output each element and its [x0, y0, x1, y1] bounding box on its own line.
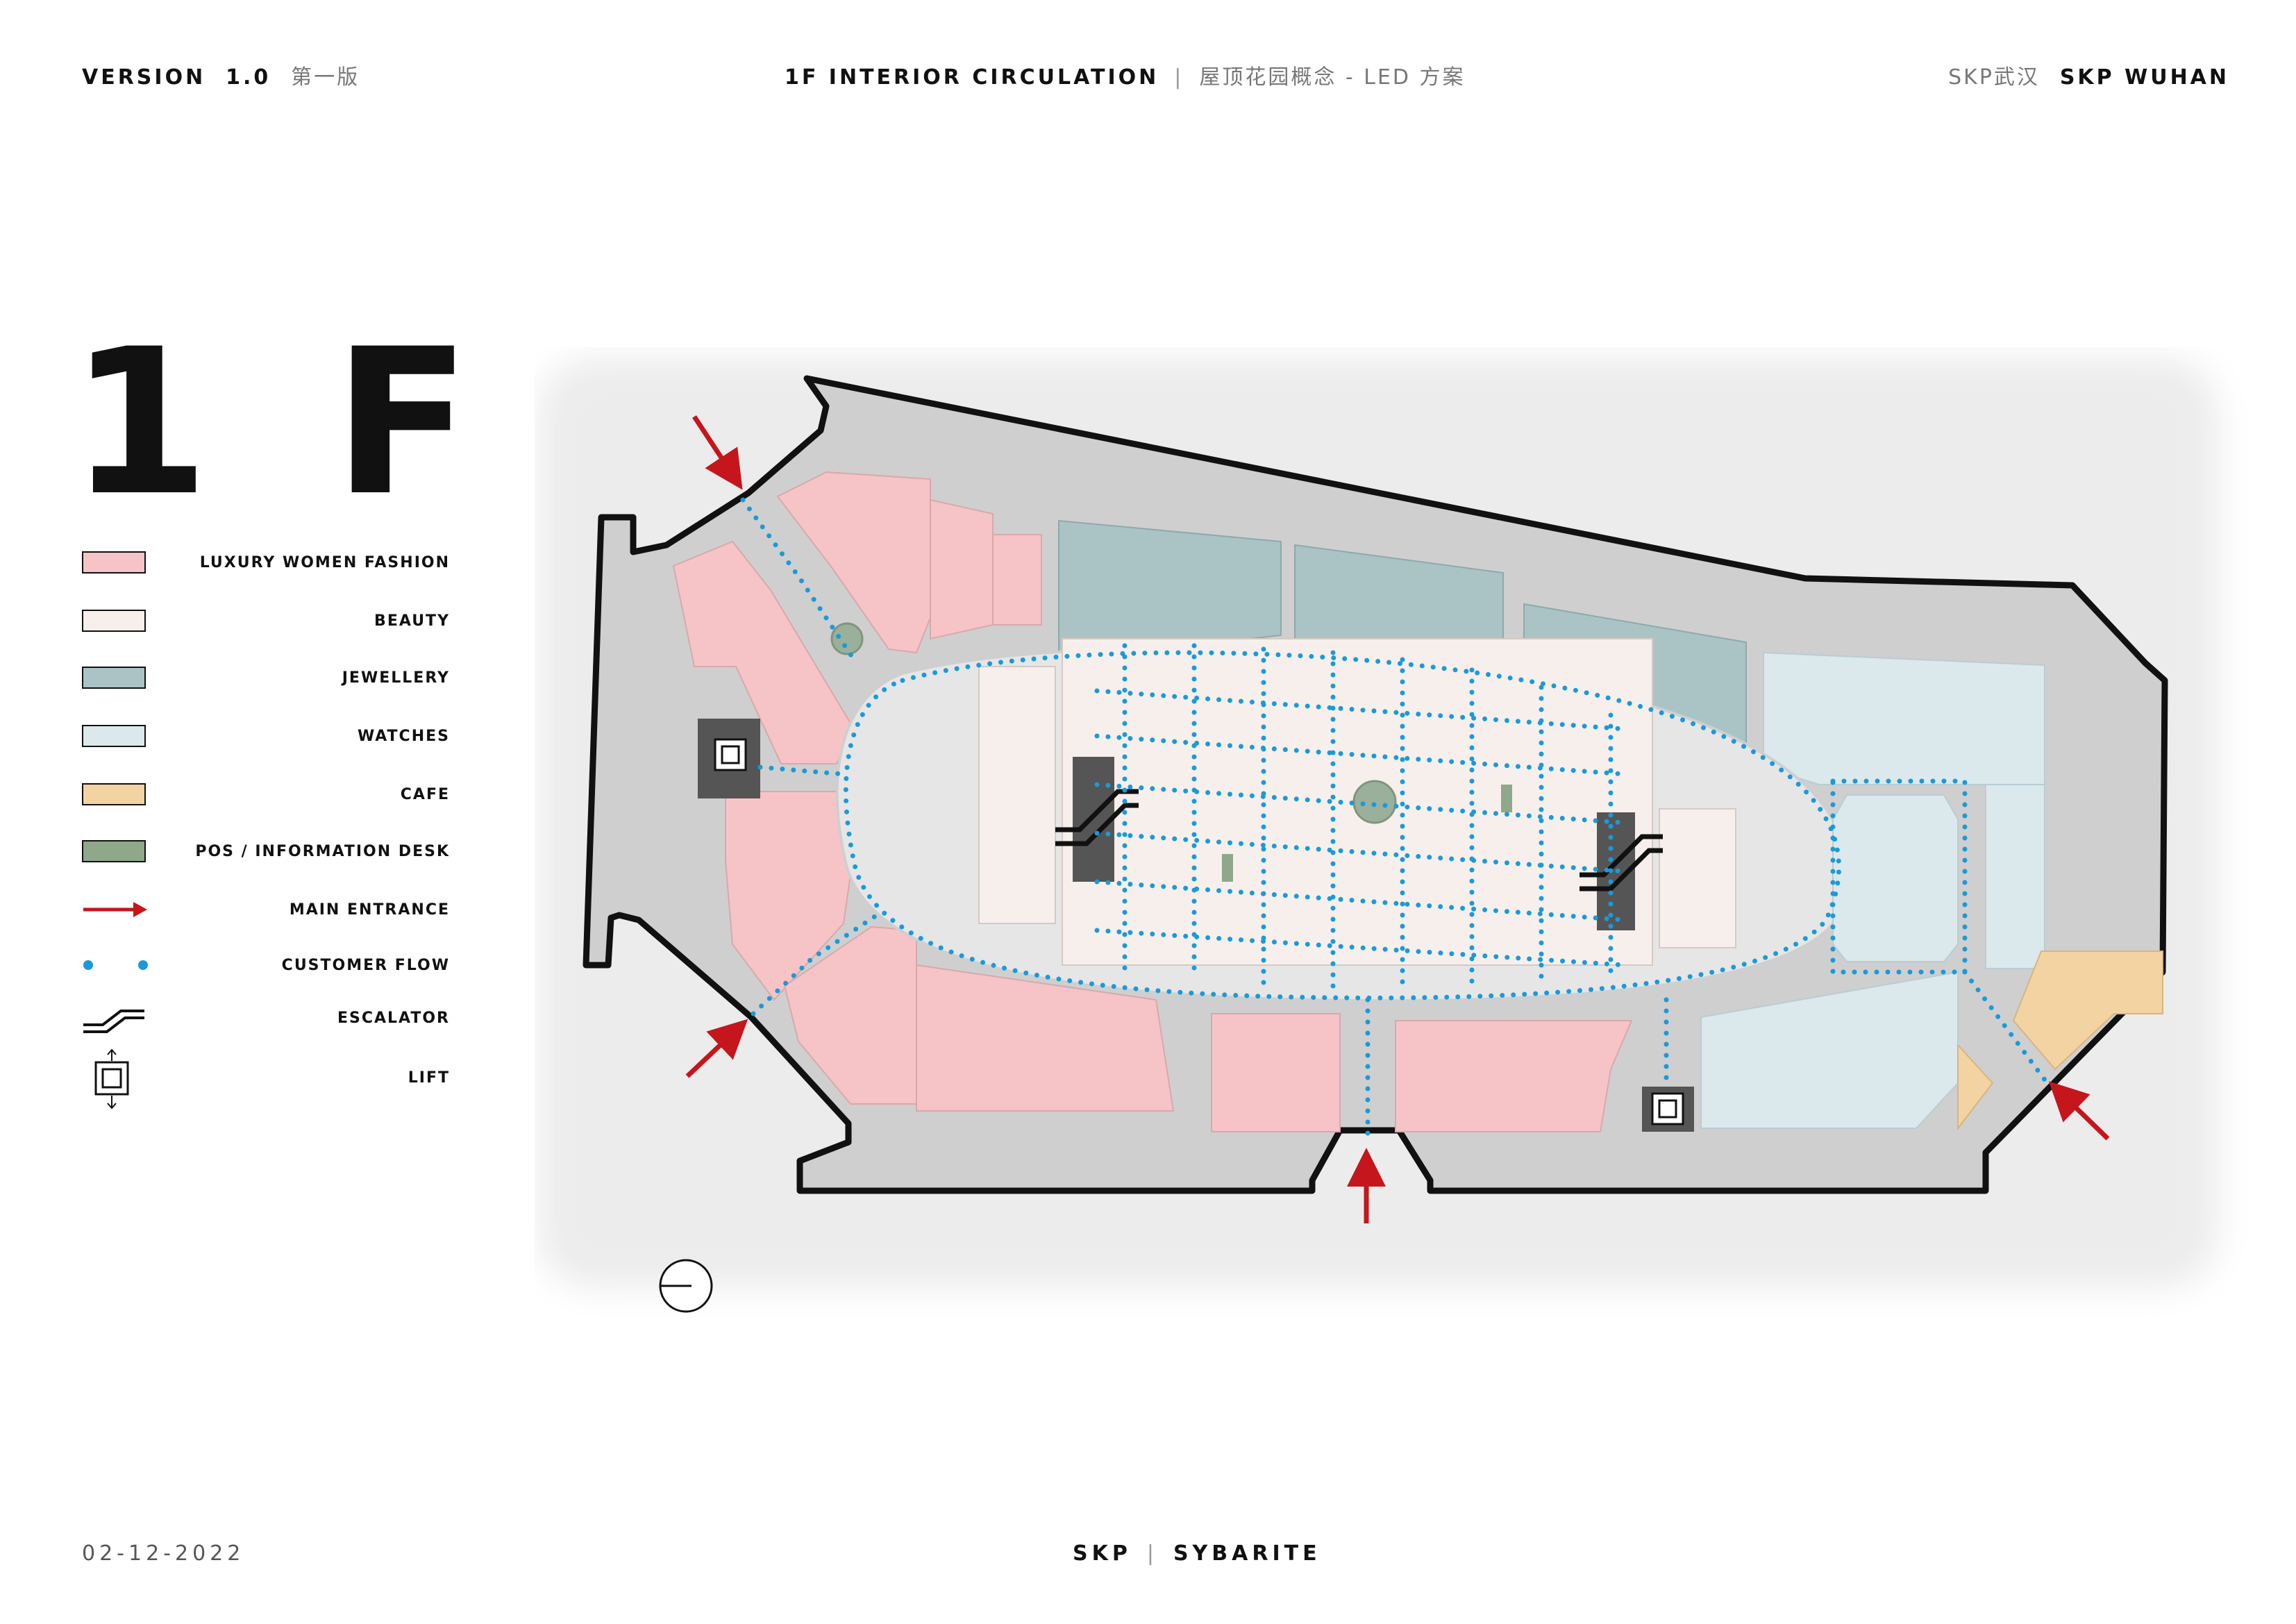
jewellery-swatch — [82, 667, 146, 689]
beauty-counter-east — [1659, 808, 1736, 948]
atrium-planter-west — [830, 622, 864, 655]
footer-brand-left: SKP — [1073, 1541, 1132, 1566]
legend-item-customer-flow: CUSTOMER FLOW — [82, 951, 450, 982]
escalator-void-west — [1073, 757, 1114, 882]
north-arrow-icon — [659, 1259, 713, 1313]
customer-flow-dots-icon — [83, 960, 148, 970]
cafe-south — [1957, 1043, 1994, 1130]
escalator-east-icon — [1579, 834, 1663, 878]
brand-cn: SKP武汉 — [1948, 65, 2040, 90]
brand-label: SKP武汉 SKP WUHAN — [1948, 60, 2229, 90]
flow-grid-h3 — [1094, 782, 1627, 826]
beauty-swatch — [82, 610, 146, 632]
version-text: VERSION — [82, 65, 206, 90]
footer-brand-right: SYBARITE — [1173, 1541, 1321, 1566]
pos-desk-east — [1501, 785, 1512, 812]
legend-label: LIFT — [408, 1069, 450, 1087]
main-entrances — [685, 415, 2110, 1223]
lift-west — [698, 719, 760, 798]
legend-item-beauty: BEAUTY — [82, 607, 450, 637]
zone-watches — [1700, 651, 2045, 1129]
watches-swatch — [82, 725, 146, 747]
beauty-counter-west — [978, 666, 1056, 924]
version-label: VERSION 1.0 第一版 — [82, 60, 360, 90]
legend-label: CUSTOMER FLOW — [281, 957, 450, 974]
legend-label: JEWELLERY — [342, 669, 450, 687]
floor-plan-map — [538, 358, 2218, 1313]
lift-south — [1642, 1087, 1694, 1132]
entrance-arrow-southeast — [2048, 1081, 2110, 1141]
watches-store-east — [1985, 784, 2045, 969]
brand-text: SKP WUHAN — [2059, 65, 2229, 90]
escalator-east-icon-lower — [1579, 848, 1663, 891]
main-entrance-arrow-icon — [83, 902, 147, 917]
legend-label: LUXURY WOMEN FASHION — [199, 554, 450, 571]
page-title: 1F INTERIOR CIRCULATION | 屋顶花园概念 - LED 方案 — [785, 60, 1466, 90]
version-cn: 第一版 — [291, 65, 360, 90]
legend-item-jewellery: JEWELLERY — [82, 664, 450, 694]
entrance-arrow-southwest — [685, 1019, 748, 1078]
atrium-planter-center — [1352, 780, 1397, 824]
zone-cafe — [1957, 951, 2163, 1130]
legend-label: WATCHES — [357, 728, 450, 745]
floor-number: 1 — [69, 306, 210, 540]
luxury-women-fashion-swatch — [82, 551, 146, 574]
floor-letter: F — [333, 306, 471, 540]
lift-icon — [94, 1048, 129, 1110]
entrance-arrow-northwest — [692, 415, 743, 490]
legend-item-info-desk: POS / INFORMATION DESK — [82, 837, 450, 868]
subtitle-cn: 屋顶花园概念 - LED 方案 — [1199, 65, 1466, 90]
flow-grid-h2 — [1094, 733, 1627, 777]
flow-grid-h6 — [1094, 928, 1627, 968]
legend-label: CAFE — [400, 786, 450, 803]
escalator-icon — [83, 1010, 144, 1033]
version-number: 1.0 — [226, 65, 271, 90]
flow-grid-h4 — [1094, 830, 1627, 874]
pos-desk-west — [1222, 854, 1233, 882]
legend-item-escalator: ESCALATOR — [82, 1004, 450, 1035]
fashion-store-northwest-2 — [930, 499, 994, 640]
floor-indicator: 1 F — [69, 306, 471, 540]
footer-separator: | — [1146, 1541, 1158, 1566]
customer-flow-routes — [740, 497, 2047, 1141]
watches-store-southeast — [1700, 971, 1959, 1129]
fashion-store-west-upper — [672, 540, 855, 764]
fashion-store-south-3 — [1211, 1013, 1341, 1132]
legend-label: ESCALATOR — [337, 1010, 450, 1027]
flow-grid-h1 — [1094, 688, 1627, 732]
fashion-store-northwest-1 — [776, 471, 931, 654]
central-atrium — [830, 622, 1959, 1003]
flow-southeast-entrance — [1962, 969, 2047, 1082]
legend-item-watches: WATCHES — [82, 722, 450, 753]
legend-item-main-entrance: MAIN ENTRANCE — [82, 896, 450, 926]
flow-southwest-entrance — [751, 914, 878, 1016]
cafe-swatch — [82, 783, 146, 805]
flow-grid-h5 — [1094, 879, 1627, 923]
legend-label: POS / INFORMATION DESK — [195, 843, 450, 860]
title-separator: | — [1174, 65, 1184, 90]
flow-atrium-loop — [843, 650, 1842, 1001]
issue-date: 02-12-2022 — [82, 1541, 245, 1566]
legend-label: BEAUTY — [374, 612, 450, 630]
fashion-store-south-4 — [1395, 1020, 1633, 1132]
escalator-west-icon — [1055, 789, 1139, 832]
jewellery-store-1 — [1058, 519, 1282, 661]
legend-item-lift: LIFT — [82, 1048, 450, 1111]
fashion-store-south-2 — [916, 964, 1175, 1112]
info-desk-swatch — [82, 840, 146, 862]
flow-northwest-entrance — [740, 497, 857, 662]
footer-brand: SKP | SYBARITE — [1073, 1541, 1321, 1566]
legend-item-cafe: CAFE — [82, 780, 450, 811]
cafe-east — [2012, 951, 2163, 1071]
east-court-void — [1832, 794, 1959, 962]
escalator-west-icon-lower — [1055, 803, 1139, 846]
escalator-symbols — [1055, 789, 1663, 891]
title-text: 1F INTERIOR CIRCULATION — [785, 65, 1159, 90]
fashion-store-northwest-3 — [992, 534, 1042, 626]
legend-item-luxury-women-fashion: LUXURY WOMEN FASHION — [82, 549, 450, 579]
zone-luxury-women-fashion — [672, 471, 1633, 1132]
legend-label: MAIN ENTRANCE — [289, 901, 450, 919]
